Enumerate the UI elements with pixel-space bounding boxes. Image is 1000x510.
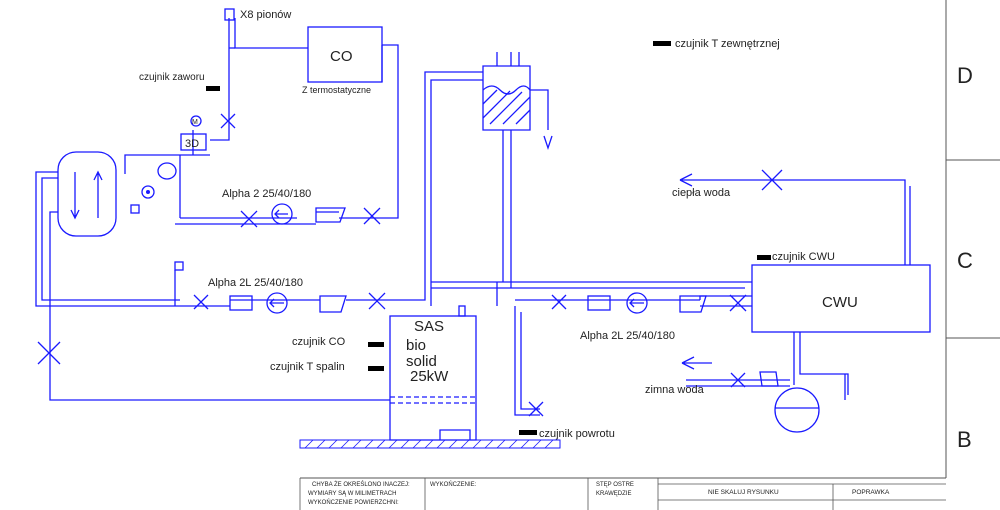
cwu-sensor-marker [757,255,771,260]
zone-label-c: C [957,248,973,273]
pump-top-arrow-icon [274,209,288,219]
title-block [299,478,946,510]
title-tolerance-3: WYKOŃCZENIE POWIERZCHNI: [308,499,399,506]
filter-mid-icon [229,295,253,311]
title-noscale: NIE SKALUJ RYSUNKU [708,489,779,496]
hot-water-label: ciepła woda [672,187,731,199]
flow-arrows-icon [70,170,103,220]
co-sublabel: Z termostatyczne [302,85,371,95]
reducer-icon [759,371,779,387]
motor-label: M [192,119,198,126]
buffer-tank [57,151,117,237]
floor-hatch [299,439,561,449]
boiler-label-1: SAS [414,318,444,335]
return-sensor-label: czujnik powrotu [539,428,615,440]
three-way-label: 3D [185,138,199,150]
pipe-network [35,18,911,416]
pump-mid-icon [266,292,288,314]
air-vent-icon [224,8,235,21]
title-finish: WYKOŃCZENIE: [430,481,477,488]
co-radiator [307,26,383,83]
boiler-vent-icon [458,305,466,317]
expansion-vessel [157,162,177,180]
ext-sensor-marker [653,41,671,46]
title-edges-2: KRAWĘDZIE [596,491,631,497]
ext-sensor-label: czujnik T zewnętrznej [675,38,780,50]
shutoff-valves [37,113,783,417]
cwu-sensor-label: czujnik CWU [772,251,835,263]
title-edges-1: STĘP OSTRE [596,482,634,488]
hot-water-arrow-icon [679,173,693,187]
co-sensor-label: czujnik CO [292,336,346,348]
cold-expansion-vessel [774,387,820,433]
pump-mid-arrow-icon [269,298,284,308]
filter-cwu-icon [587,295,611,311]
pressure-gauge-dot [146,190,150,194]
boiler-label-2: bio [406,337,426,354]
co-label: CO [330,48,353,65]
safety-valve-icon [130,204,140,214]
valve-sensor-marker [206,86,220,91]
boiler-outlet [439,429,471,440]
pump-cwu-arrow-icon [629,298,644,308]
pump-top-label: Alpha 2 25/40/180 [222,188,311,200]
cwu-label: CWU [822,294,858,311]
co-sensor-marker [368,342,384,347]
flue-sensor-marker [368,366,384,371]
title-tolerance-2: WYMIARY SĄ W MILIMETRACH [308,491,396,497]
return-sensor-marker [519,430,537,435]
motor-icon [190,115,202,127]
pump-cwu-icon [626,292,648,314]
storage-tank [482,52,553,151]
x8-label: X8 pionów [240,9,291,21]
title-tolerance-1: CHYBA ŻE OKREŚLONO INACZEJ: [312,480,410,488]
pump-cwu-label: Alpha 2L 25/40/180 [580,330,675,342]
pump-mid-label: Alpha 2L 25/40/180 [208,277,303,289]
vent-mid-icon [174,261,184,271]
zone-label-b: B [957,427,972,452]
pump-top-icon [271,203,293,225]
cold-water-arrow-icon [681,356,712,370]
check-valve-top-icon [315,207,346,223]
boiler-water-line [390,396,476,404]
cwu-tank [751,264,931,333]
pressure-gauge-icon [141,185,155,199]
zone-label-d: D [957,63,973,88]
boiler-label-3: solid [406,353,437,370]
check-valve-mid-icon [319,295,347,313]
cold-water-label: zimna woda [645,384,705,396]
title-revision: POPRAWKA [852,489,890,496]
valve-sensor-label: czujnik zaworu [139,72,205,83]
boiler-label-4: 25kW [410,368,449,385]
flue-sensor-label: czujnik T spalin [270,361,345,373]
check-valve-cwu-icon [679,295,707,313]
drawing-frame [300,0,1000,479]
three-way-valve [180,133,207,151]
